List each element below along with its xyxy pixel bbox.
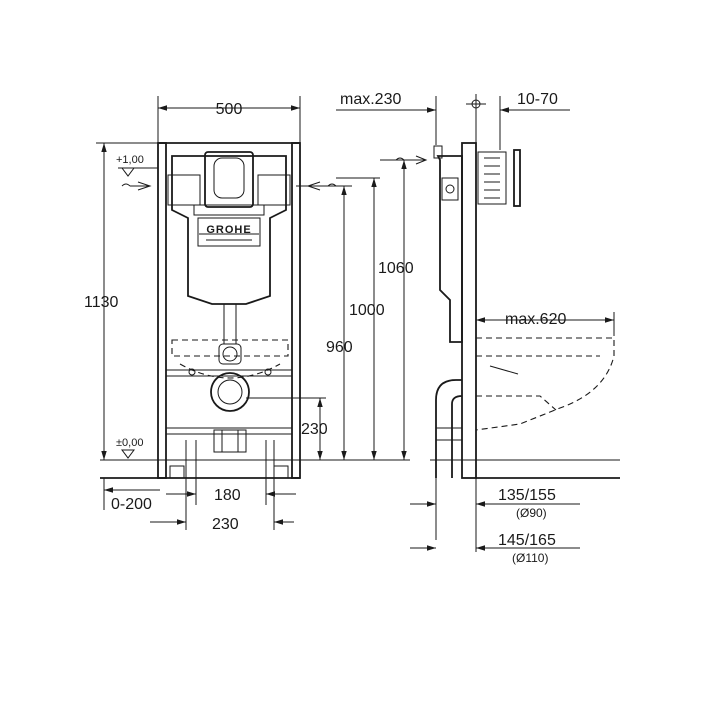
dim-max-230: max.230 — [340, 91, 401, 108]
dim-pipe-d110: (Ø110) — [512, 551, 548, 565]
dim-height-230: 230 — [301, 421, 328, 438]
installation-frame — [157, 142, 301, 479]
dim-height-1000: 1000 — [349, 302, 385, 319]
level-top-marker — [121, 167, 135, 177]
side-dimension-lines — [336, 96, 615, 552]
dim-drain-width-230: 230 — [212, 516, 239, 533]
side-view — [395, 94, 620, 479]
dim-range-10-70: 10-70 — [517, 91, 558, 108]
front-view: GROHE — [100, 142, 410, 479]
level-floor-marker — [121, 449, 135, 459]
dim-pipe-145-165: 145/165 — [498, 532, 556, 549]
dim-height-1130: 1130 — [84, 294, 119, 311]
cistern — [167, 151, 291, 453]
dim-width-500: 500 — [216, 101, 243, 118]
front-dimension-lines — [96, 96, 410, 530]
grohe-logo: GROHE — [206, 224, 251, 236]
dim-level-floor: ±0,00 — [116, 437, 143, 449]
dim-pipe-d90: (Ø90) — [516, 506, 547, 520]
dim-pipe-135-155: 135/155 — [498, 487, 556, 504]
dim-level-top: +1,00 — [116, 154, 144, 166]
dim-max-620: max.620 — [505, 311, 566, 328]
dim-offset-0-200: 0-200 — [111, 496, 152, 513]
dim-height-1060: 1060 — [378, 260, 414, 277]
dim-drain-180: 180 — [214, 487, 241, 504]
dim-height-960: 960 — [326, 339, 353, 356]
